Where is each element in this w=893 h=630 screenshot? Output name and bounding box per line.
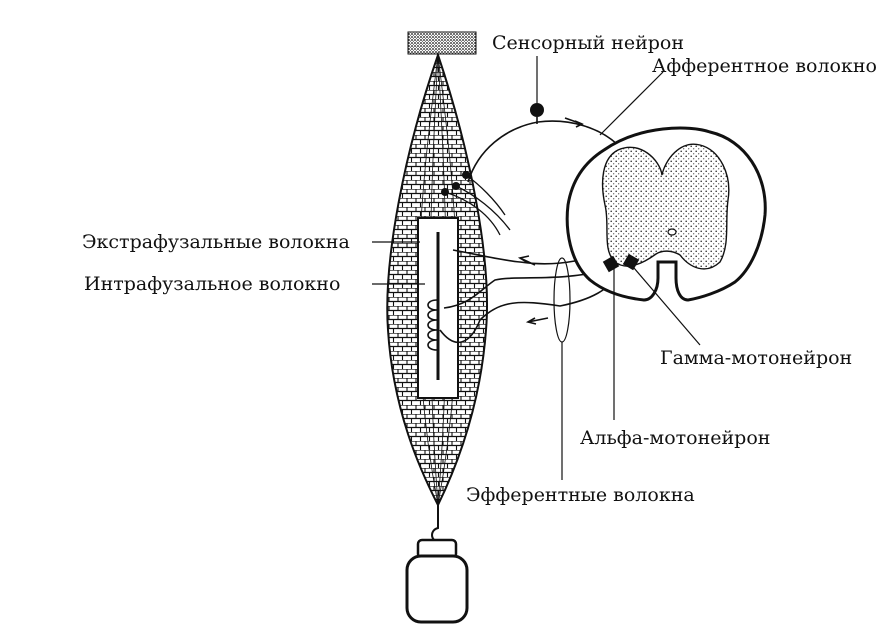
- sensory-neuron: [530, 103, 544, 124]
- label-gamma-motoneuron: Гамма-мотонейрон: [660, 347, 852, 369]
- loop-arrows: [517, 117, 584, 325]
- intrafusal-capsule: [417, 217, 459, 399]
- weight: [405, 538, 469, 624]
- reflex-loop: [467, 120, 619, 183]
- tendon: [431, 505, 439, 543]
- label-afferent-fiber: Афферентное волокно: [652, 55, 877, 77]
- label-alpha-motoneuron: Альфа-мотонейрон: [580, 427, 770, 449]
- efferent-bundle: [553, 257, 571, 343]
- anchor-block: [407, 31, 477, 55]
- spinal-cord: [565, 126, 767, 302]
- label-extrafusal-fibers: Экстрафузальные волокна: [82, 231, 350, 253]
- motoneurons: [602, 253, 640, 273]
- label-efferent-fibers: Эфферентные волокна: [466, 484, 695, 506]
- label-sensory-neuron: Сенсорный нейрон: [492, 32, 684, 54]
- label-intrafusal-fiber: Интрафузальное волокно: [84, 273, 340, 295]
- leader-lines: [372, 56, 701, 480]
